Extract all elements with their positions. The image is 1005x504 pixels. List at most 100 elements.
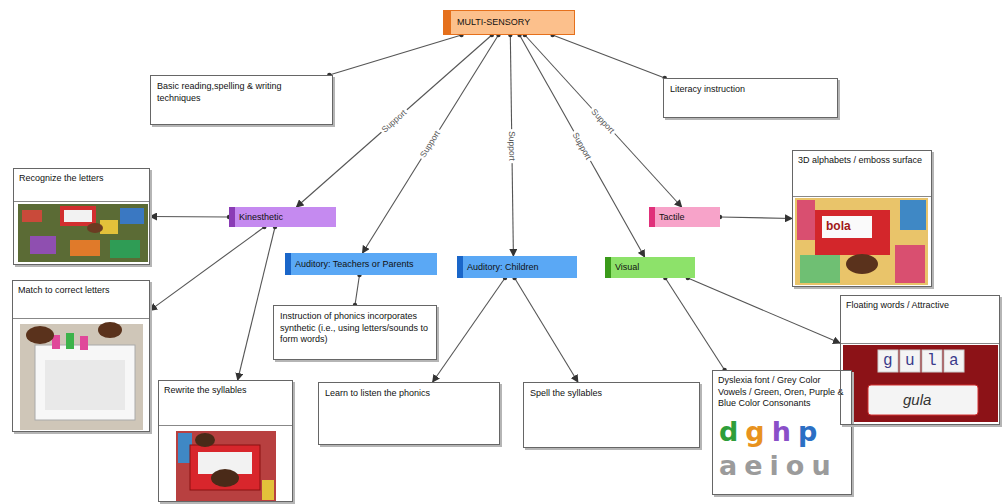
edge-label: Support bbox=[417, 127, 444, 161]
letter-row: dghp bbox=[719, 417, 824, 447]
tile-word: gula bbox=[883, 352, 971, 371]
photo-shape bbox=[822, 216, 872, 238]
connector bbox=[150, 215, 231, 219]
connector-line bbox=[720, 217, 792, 219]
connector bbox=[327, 33, 464, 77]
photo-box: 3D alphabets / emboss surface bbox=[792, 150, 932, 287]
font-sample-box: Dyslexia font / Grey Color Vowels / Gree… bbox=[712, 370, 852, 495]
connector-line bbox=[525, 35, 682, 207]
category-box: Tactile bbox=[649, 207, 720, 227]
letter-row: aeiou bbox=[719, 451, 838, 481]
node-text: Match to correct letters bbox=[13, 281, 149, 319]
node-text: Instruction of phonics incorporates synt… bbox=[280, 311, 430, 346]
node-text: Auditory: Children bbox=[467, 256, 569, 278]
edge-label: Support bbox=[588, 105, 618, 137]
node-text: Tactile bbox=[659, 207, 712, 227]
connector-line bbox=[665, 278, 724, 370]
photo-match bbox=[20, 322, 143, 430]
edge-label: Support bbox=[569, 129, 594, 163]
photo-recognize bbox=[18, 204, 148, 262]
node-text: 3D alphabets / emboss surface bbox=[793, 151, 931, 197]
text-box: Learn to listen the phonics bbox=[318, 382, 500, 445]
font-sample-letter: u bbox=[811, 451, 830, 481]
font-sample-letter: o bbox=[786, 451, 805, 481]
node-text: Visual bbox=[615, 257, 687, 278]
photo-shape bbox=[66, 333, 74, 349]
photo-shape bbox=[190, 445, 260, 490]
connector-line bbox=[363, 35, 499, 253]
root-node: MULTI-SENSORY bbox=[443, 10, 575, 35]
font-sample-letter: p bbox=[798, 417, 817, 447]
photo-shape bbox=[120, 208, 144, 224]
node-text: Recognize the letters bbox=[14, 169, 149, 202]
font-sample-letter: i bbox=[770, 451, 779, 481]
photo-word: bola bbox=[826, 219, 851, 233]
photo-floating bbox=[843, 345, 998, 422]
photo-shape bbox=[895, 245, 925, 283]
connector-line bbox=[688, 278, 840, 343]
photo-shape bbox=[98, 322, 122, 338]
connector bbox=[718, 215, 792, 219]
photo-shape bbox=[195, 433, 215, 447]
photo-shape bbox=[815, 210, 890, 255]
photo-shape bbox=[18, 204, 148, 262]
photo-shape bbox=[900, 200, 926, 230]
text-box: Basic reading,spelling & writing techniq… bbox=[150, 75, 333, 125]
text-box: Instruction of phonics incorporates synt… bbox=[273, 305, 437, 360]
node-text: Floating words / Attractive bbox=[841, 296, 999, 344]
photo-shape bbox=[35, 345, 135, 420]
photo-shape bbox=[70, 240, 100, 256]
photo-shape bbox=[26, 326, 54, 344]
text-box: Literacy instruction bbox=[663, 78, 838, 118]
connector bbox=[523, 33, 682, 207]
connector-line bbox=[150, 216, 229, 218]
connector bbox=[363, 33, 501, 253]
category-box: Auditory: Teachers or Parents bbox=[285, 253, 437, 275]
photo-tactile bbox=[795, 198, 928, 285]
photo-shape bbox=[64, 210, 92, 222]
photo-box: Rewrite the syllables bbox=[158, 380, 293, 502]
text-box: Spell the syllables bbox=[523, 382, 700, 448]
node-text: Dyslexia font / Grey Color Vowels / Gree… bbox=[713, 371, 851, 414]
font-sample-letter: e bbox=[744, 451, 762, 481]
node-text: Auditory: Teachers or Parents bbox=[295, 253, 429, 275]
photo-box: Recognize the letters bbox=[13, 168, 150, 265]
photo-shape bbox=[843, 345, 998, 422]
node-text: Spell the syllables bbox=[530, 388, 693, 400]
node-text: Learn to listen the phonics bbox=[325, 388, 493, 400]
node-text: MULTI-SENSORY bbox=[457, 11, 566, 34]
category-box: Auditory: Children bbox=[457, 256, 577, 278]
board-word: gula bbox=[903, 391, 931, 409]
photo-box: Match to correct letters bbox=[12, 280, 150, 432]
connector bbox=[433, 276, 508, 382]
connector-line bbox=[238, 227, 275, 380]
connector bbox=[238, 225, 278, 380]
font-sample-letter: g bbox=[745, 417, 764, 447]
photo-rewrite bbox=[176, 431, 276, 502]
connector-line bbox=[433, 278, 505, 382]
photo-shape bbox=[846, 254, 878, 274]
photo-shape bbox=[80, 336, 88, 350]
connector-line bbox=[355, 275, 359, 305]
node-text: Kinesthetic bbox=[239, 207, 328, 227]
photo-shape bbox=[797, 200, 815, 240]
connector-line bbox=[329, 35, 461, 75]
photo-shape bbox=[176, 431, 276, 502]
photo-shape bbox=[87, 223, 103, 233]
photo-shape bbox=[20, 324, 143, 430]
connector bbox=[686, 276, 840, 343]
photo-shape bbox=[868, 385, 978, 415]
connector-line bbox=[150, 227, 264, 310]
node-text: Basic reading,spelling & writing techniq… bbox=[157, 81, 326, 104]
font-sample-letter: a bbox=[719, 451, 737, 481]
edge-label: Support bbox=[507, 129, 518, 163]
connector bbox=[150, 225, 267, 311]
font-sample-letter: h bbox=[772, 417, 791, 447]
font-sample-letter: d bbox=[719, 417, 738, 447]
connector bbox=[512, 276, 577, 382]
photo-shape bbox=[211, 469, 239, 487]
photo-shape bbox=[800, 255, 840, 283]
category-box: Kinesthetic bbox=[229, 207, 336, 227]
photo-shape bbox=[262, 480, 274, 500]
photo-shape bbox=[795, 198, 928, 285]
